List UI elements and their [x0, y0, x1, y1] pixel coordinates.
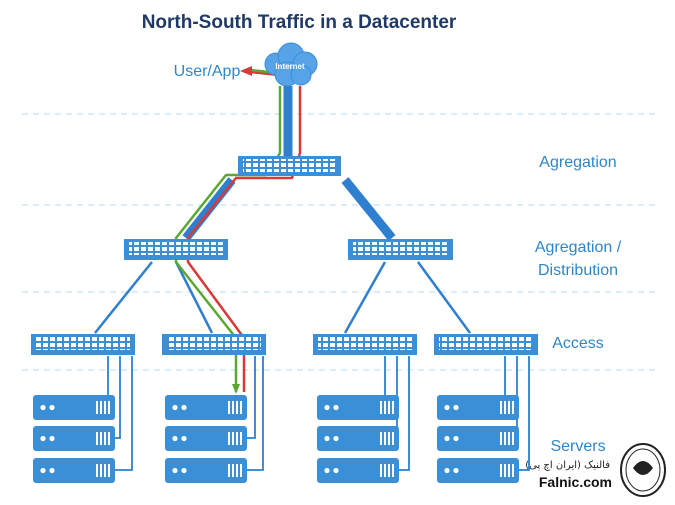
- arrow-to-user-icon: [240, 66, 252, 76]
- access-label: Access: [552, 335, 604, 352]
- access-switch-2: [162, 334, 266, 355]
- link: [517, 356, 530, 471]
- core-to-distribution-left-link: [182, 177, 236, 241]
- server-led-icon: [444, 435, 450, 442]
- server-led-icon: [172, 404, 178, 411]
- link: [397, 356, 410, 471]
- agregation-distribution-label-line2: Distribution: [538, 262, 618, 279]
- server-led-icon: [49, 467, 55, 474]
- agregation-distribution-label-line1: Agregation /: [535, 239, 622, 256]
- server-led-icon: [453, 467, 459, 474]
- server-unit: [165, 426, 247, 451]
- server-led-icon: [324, 435, 330, 442]
- server-led-icon: [181, 435, 187, 442]
- servers-label: Servers: [550, 438, 605, 455]
- watermark-brand-fa: فالنیک (ایران اچ پی): [525, 460, 610, 471]
- user-app-label: User/App: [174, 63, 241, 80]
- server-led-icon: [333, 435, 339, 442]
- core-to-distribution-right-link: [341, 177, 396, 241]
- server-unit: [317, 395, 399, 420]
- server-led-icon: [444, 467, 450, 474]
- server-led-icon: [453, 435, 459, 442]
- access-switch-1: [31, 334, 135, 355]
- distribution-switch-right: [348, 239, 453, 260]
- distribution-switch-left: [124, 239, 228, 260]
- server-unit: [317, 426, 399, 451]
- server-unit: [165, 395, 247, 420]
- server-unit: [437, 395, 519, 420]
- server-racks: [33, 395, 519, 483]
- link: [114, 356, 133, 471]
- server-unit: [437, 426, 519, 451]
- internet-cloud: Internet: [264, 42, 318, 87]
- server-led-icon: [40, 435, 46, 442]
- server-led-icon: [172, 467, 178, 474]
- server-led-icon: [333, 467, 339, 474]
- server-led-icon: [40, 404, 46, 411]
- server-unit: [165, 458, 247, 483]
- backbone-links: [182, 86, 396, 241]
- server-led-icon: [453, 404, 459, 411]
- link: [343, 261, 387, 334]
- access-switch-3: [313, 334, 417, 355]
- server-led-icon: [444, 404, 450, 411]
- core-switch: [238, 156, 341, 176]
- link: [114, 356, 121, 439]
- watermark-logo: [620, 443, 666, 497]
- server-led-icon: [49, 404, 55, 411]
- internet-label: Internet: [275, 62, 305, 71]
- server-led-icon: [49, 435, 55, 442]
- agregation-label: Agregation: [539, 154, 616, 171]
- link: [246, 356, 256, 439]
- server-unit: [33, 458, 115, 483]
- server-led-icon: [181, 467, 187, 474]
- link: [416, 261, 472, 334]
- diagram-title: North-South Traffic in a Datacenter: [142, 12, 457, 33]
- server-unit: [33, 426, 115, 451]
- arrow-to-server-icon: [232, 384, 240, 394]
- server-unit: [317, 458, 399, 483]
- access-switch-4: [434, 334, 538, 355]
- server-unit: [437, 458, 519, 483]
- distribution-access-links: [94, 261, 472, 334]
- link: [94, 261, 153, 334]
- link: [174, 261, 214, 334]
- server-led-icon: [40, 467, 46, 474]
- tier-separators: [22, 113, 658, 371]
- server-led-icon: [181, 404, 187, 411]
- watermark: فالنیک (ایران اچ پی) Falnic.com: [525, 443, 666, 497]
- server-unit: [33, 395, 115, 420]
- link: [246, 356, 264, 471]
- watermark-brand-en: Falnic.com: [539, 474, 612, 490]
- server-led-icon: [324, 404, 330, 411]
- server-led-icon: [172, 435, 178, 442]
- server-led-icon: [324, 467, 330, 474]
- server-led-icon: [333, 404, 339, 411]
